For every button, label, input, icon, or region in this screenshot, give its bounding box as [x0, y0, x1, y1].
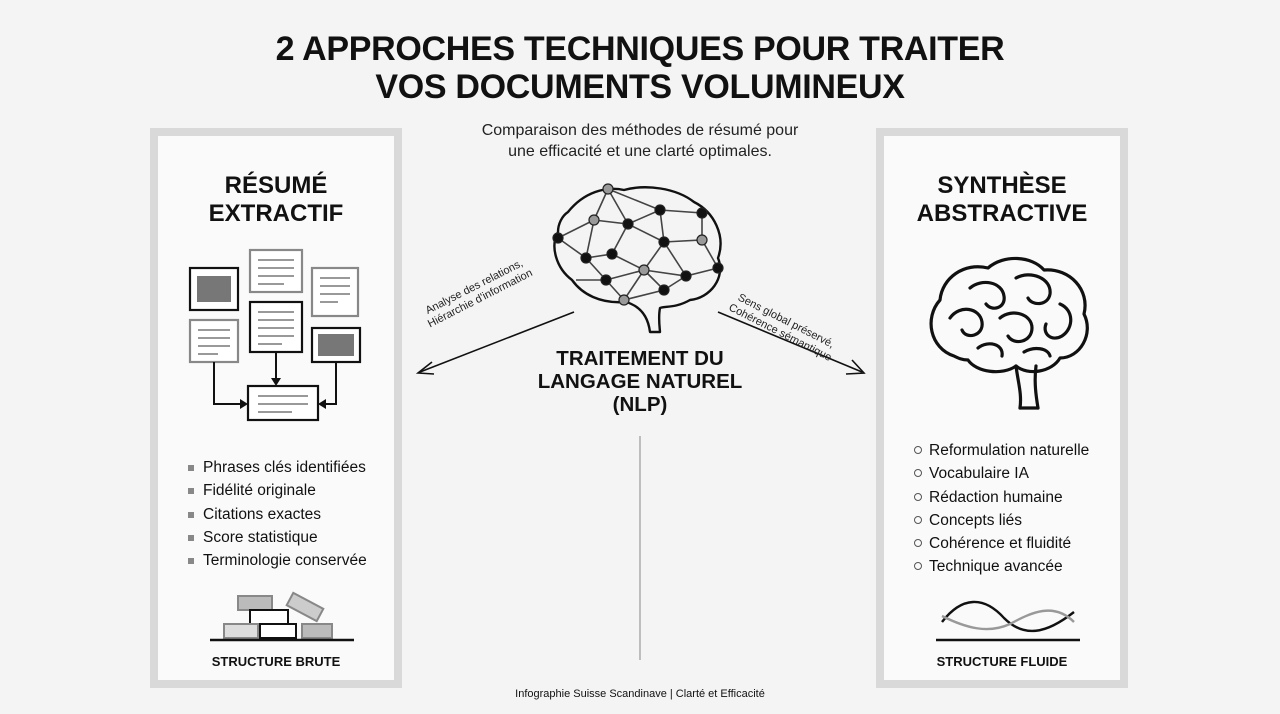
extractive-title-line-2: EXTRACTIF [208, 200, 344, 227]
brain-network-icon [552, 183, 724, 334]
abstractive-title-line-2: ABSTRACTIVE [916, 200, 1088, 227]
brain-icon [929, 256, 1089, 410]
abstractive-title: SYNTHÈSE ABSTRACTIVE [884, 172, 1120, 228]
list-item: Fidélité originale [188, 479, 367, 502]
wave-lines-icon [936, 600, 1080, 642]
list-item: Reformulation naturelle [914, 439, 1089, 462]
stacked-bricks-icon [210, 591, 354, 642]
nlp-label-line-3: (NLP) [612, 393, 668, 416]
extractive-title-line-1: RÉSUMÉ [224, 172, 328, 199]
list-item: Rédaction humaine [914, 486, 1089, 509]
abstractive-panel: SYNTHÈSE ABSTRACTIVE Reformulation natur… [876, 128, 1128, 688]
list-item: Technique avancée [914, 555, 1089, 578]
page-title: 2 APPROCHES TECHNIQUES POUR TRAITER VOS … [0, 30, 1280, 106]
list-item: Terminologie conservée [188, 549, 367, 572]
extractive-features-list: Phrases clés identifiées Fidélité origin… [188, 456, 367, 572]
title-line-1: 2 APPROCHES TECHNIQUES POUR TRAITER [275, 30, 1005, 68]
abstractive-features-list: Reformulation naturelle Vocabulaire IA R… [914, 439, 1089, 579]
abstractive-footer-label: STRUCTURE FLUIDE [936, 654, 1068, 669]
list-item: Concepts liés [914, 509, 1089, 532]
subtitle-line-2: une efficacité et une clarté optimales. [508, 143, 772, 160]
list-item: Cohérence et fluidité [914, 532, 1089, 555]
arrow-to-extractive [415, 311, 575, 375]
nlp-label: TRAITEMENT DU LANGAGE NATUREL (NLP) [500, 347, 780, 416]
subtitle: Comparaison des méthodes de résumé pour … [440, 120, 840, 162]
footer-credit: Infographie Suisse Scandinave | Clarté e… [515, 688, 765, 700]
document-extraction-icon [188, 248, 362, 422]
extractive-footer-label: STRUCTURE BRUTE [211, 654, 341, 669]
list-item: Citations exactes [188, 503, 367, 526]
subtitle-line-1: Comparaison des méthodes de résumé pour [481, 122, 799, 139]
list-item: Phrases clés identifiées [188, 456, 367, 479]
arrow-to-abstractive [717, 311, 866, 375]
title-line-2: VOS DOCUMENTS VOLUMINEUX [375, 68, 905, 106]
list-item: Score statistique [188, 526, 367, 549]
extractive-panel: RÉSUMÉ EXTRACTIF [150, 128, 402, 688]
nlp-label-line-1: TRAITEMENT DU [556, 347, 724, 370]
abstractive-title-line-1: SYNTHÈSE [937, 172, 1067, 199]
nlp-label-line-2: LANGAGE NATUREL [537, 370, 743, 393]
extractive-title: RÉSUMÉ EXTRACTIF [158, 172, 394, 228]
list-item: Vocabulaire IA [914, 462, 1089, 485]
